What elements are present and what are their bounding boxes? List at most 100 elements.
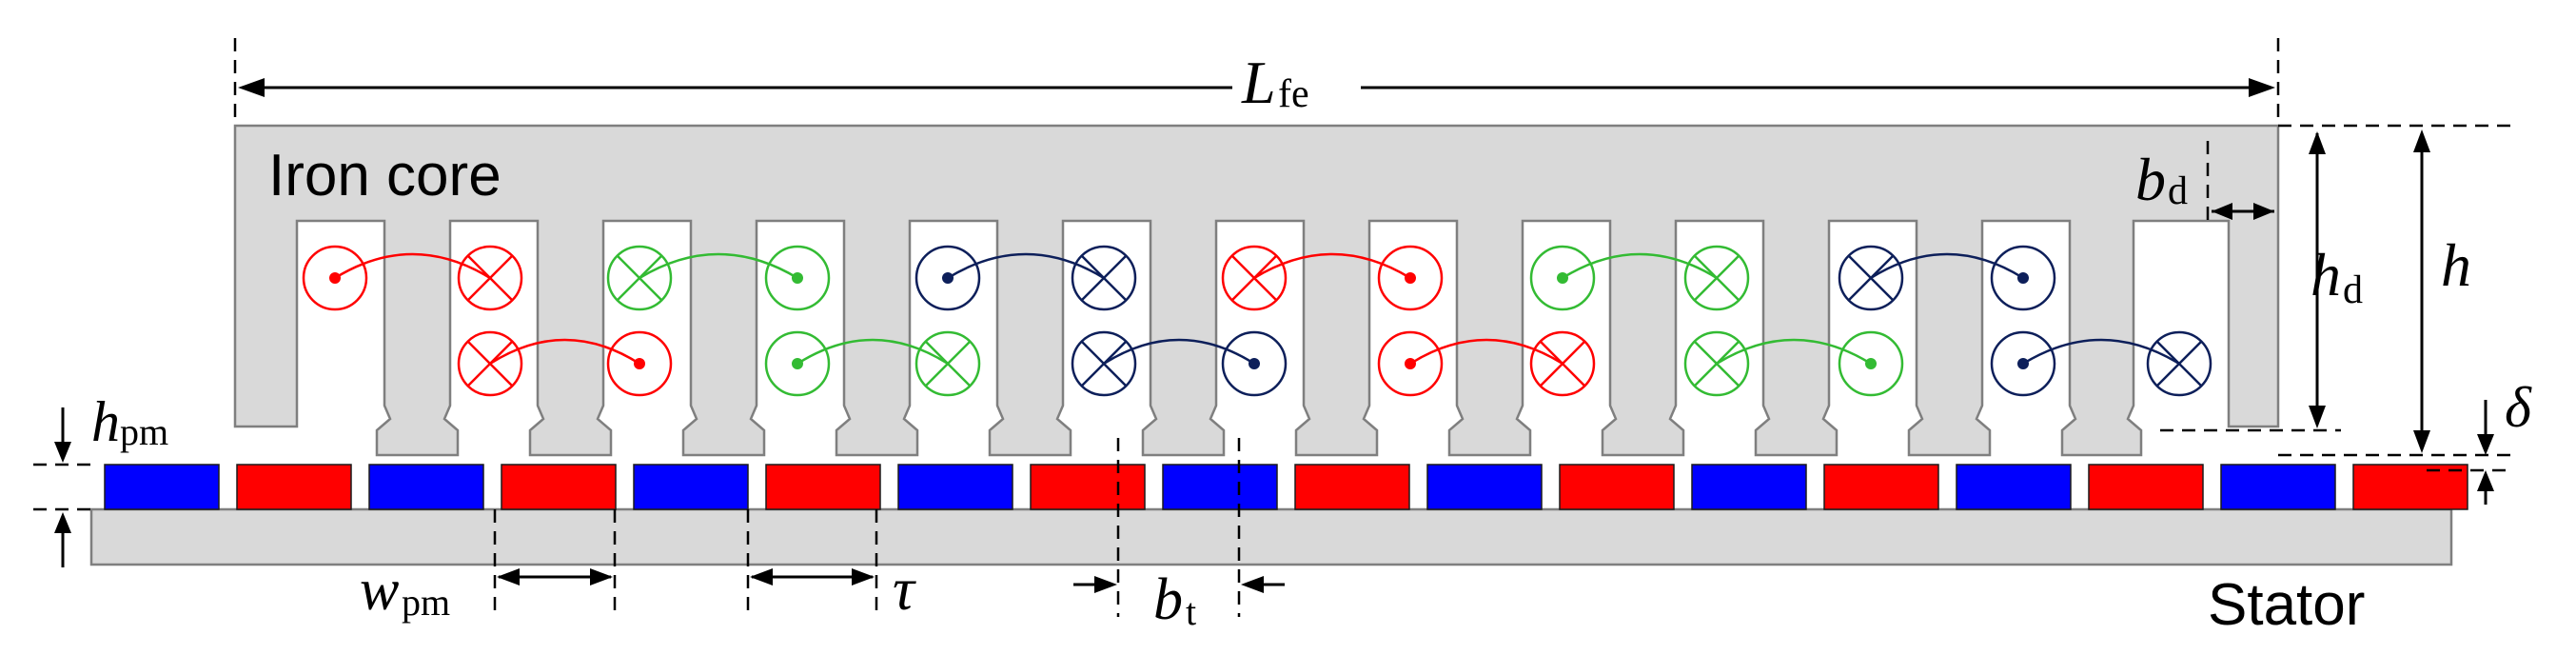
magnet-north [1426,464,1543,510]
dot-mark [1865,358,1877,369]
current-out-symbol [1529,245,1596,311]
coil-end-connection [947,252,1105,280]
cross-mark [1693,254,1740,302]
magnet-south [1030,464,1146,510]
coil-end-connection [334,252,491,280]
cross-mark [1539,340,1586,387]
magnet-north [633,464,749,510]
current-out-symbol [302,245,368,311]
coil-end-connection [796,338,949,366]
coil-end-connection [1870,252,2024,280]
dot-mark [942,272,954,284]
current-in-symbol [1071,245,1137,311]
current-in-symbol [1683,245,1750,311]
stator [89,507,2453,566]
magnet-north [104,464,220,510]
dot-mark [329,272,341,284]
coil-end-connection [1103,338,1255,366]
current-in-symbol [1529,330,1596,397]
current-out-symbol [1838,330,1904,397]
cross-mark [1847,254,1895,302]
delta-label: δ [2505,376,2532,439]
magnet-south [236,464,352,510]
cross-mark [466,340,514,387]
coil-end-connection [489,338,640,366]
iron-core [233,124,2280,457]
coil-end-connection [1716,338,1872,366]
hd-label-sub: d [2343,268,2363,312]
dot-mark [792,272,803,284]
current-out-symbol [764,245,831,311]
h-label: h [2441,231,2471,299]
iron-core-label: Iron core [268,143,501,208]
cross-mark [2155,340,2203,387]
magnet-north [1162,464,1278,510]
coil-end-connection [1562,252,1718,280]
coil-end-connection [1409,338,1563,366]
stator-label: Stator [2208,572,2365,638]
cross-mark [1693,340,1740,387]
windings [302,245,2212,397]
magnet-south [2088,464,2204,510]
bd-label: b [2135,146,2166,213]
hpm-label-sub: pm [120,410,168,453]
magnet-north [2220,464,2336,510]
current-in-symbol [914,330,981,397]
cross-mark [616,254,663,302]
current-out-symbol [606,330,673,397]
cross-mark [466,254,514,302]
current-in-symbol [457,245,523,311]
dot-mark [2017,358,2029,369]
current-in-symbol [1071,330,1137,397]
dot-mark [1557,272,1568,284]
current-in-symbol [2146,330,2212,397]
magnet-north [1691,464,1807,510]
current-in-symbol [457,330,523,397]
length-label: L [1241,49,1276,116]
bt-label: b [1153,567,1183,632]
magnet-north [368,464,484,510]
magnet-south [1559,464,1675,510]
cross-mark [1230,254,1278,302]
hpm-label: h [91,390,120,453]
cross-mark [1080,340,1128,387]
dot-mark [634,358,645,369]
coil-end-connection [1253,252,1411,280]
length-label-sub: fe [1278,72,1309,116]
magnet-north [897,464,1013,510]
dot-mark [2017,272,2029,284]
bt-label-sub: t [1186,590,1196,633]
current-out-symbol [914,245,981,311]
cross-mark [924,340,972,387]
dot-mark [792,358,803,369]
dot-mark [1405,358,1416,369]
current-in-symbol [1683,330,1750,397]
current-out-symbol [764,330,831,397]
current-out-symbol [1990,330,2056,397]
current-out-symbol [1377,330,1444,397]
current-in-symbol [1221,245,1288,311]
magnet-south [1294,464,1410,510]
magnet-south [1823,464,1939,510]
wpm-label: w [360,558,399,623]
wpm-label-sub: pm [402,581,450,624]
tau-label: τ [893,555,916,623]
magnet-south [765,464,881,510]
coil-end-connection [639,252,798,280]
cross-mark [1080,254,1128,302]
current-in-symbol [606,245,673,311]
bd-label-sub: d [2168,169,2188,213]
magnet-south [2352,464,2468,510]
magnet-south [501,464,617,510]
hd-label: h [2311,241,2341,308]
coil-end-connection [2022,338,2180,366]
permanent-magnets [104,464,2468,510]
dot-mark [1249,358,1260,369]
dot-mark [1405,272,1416,284]
magnet-north [1956,464,2072,510]
current-out-symbol [1990,245,2056,311]
current-out-symbol [1377,245,1444,311]
current-out-symbol [1221,330,1288,397]
dimensions: L fe b d h d h δ [33,38,2532,633]
